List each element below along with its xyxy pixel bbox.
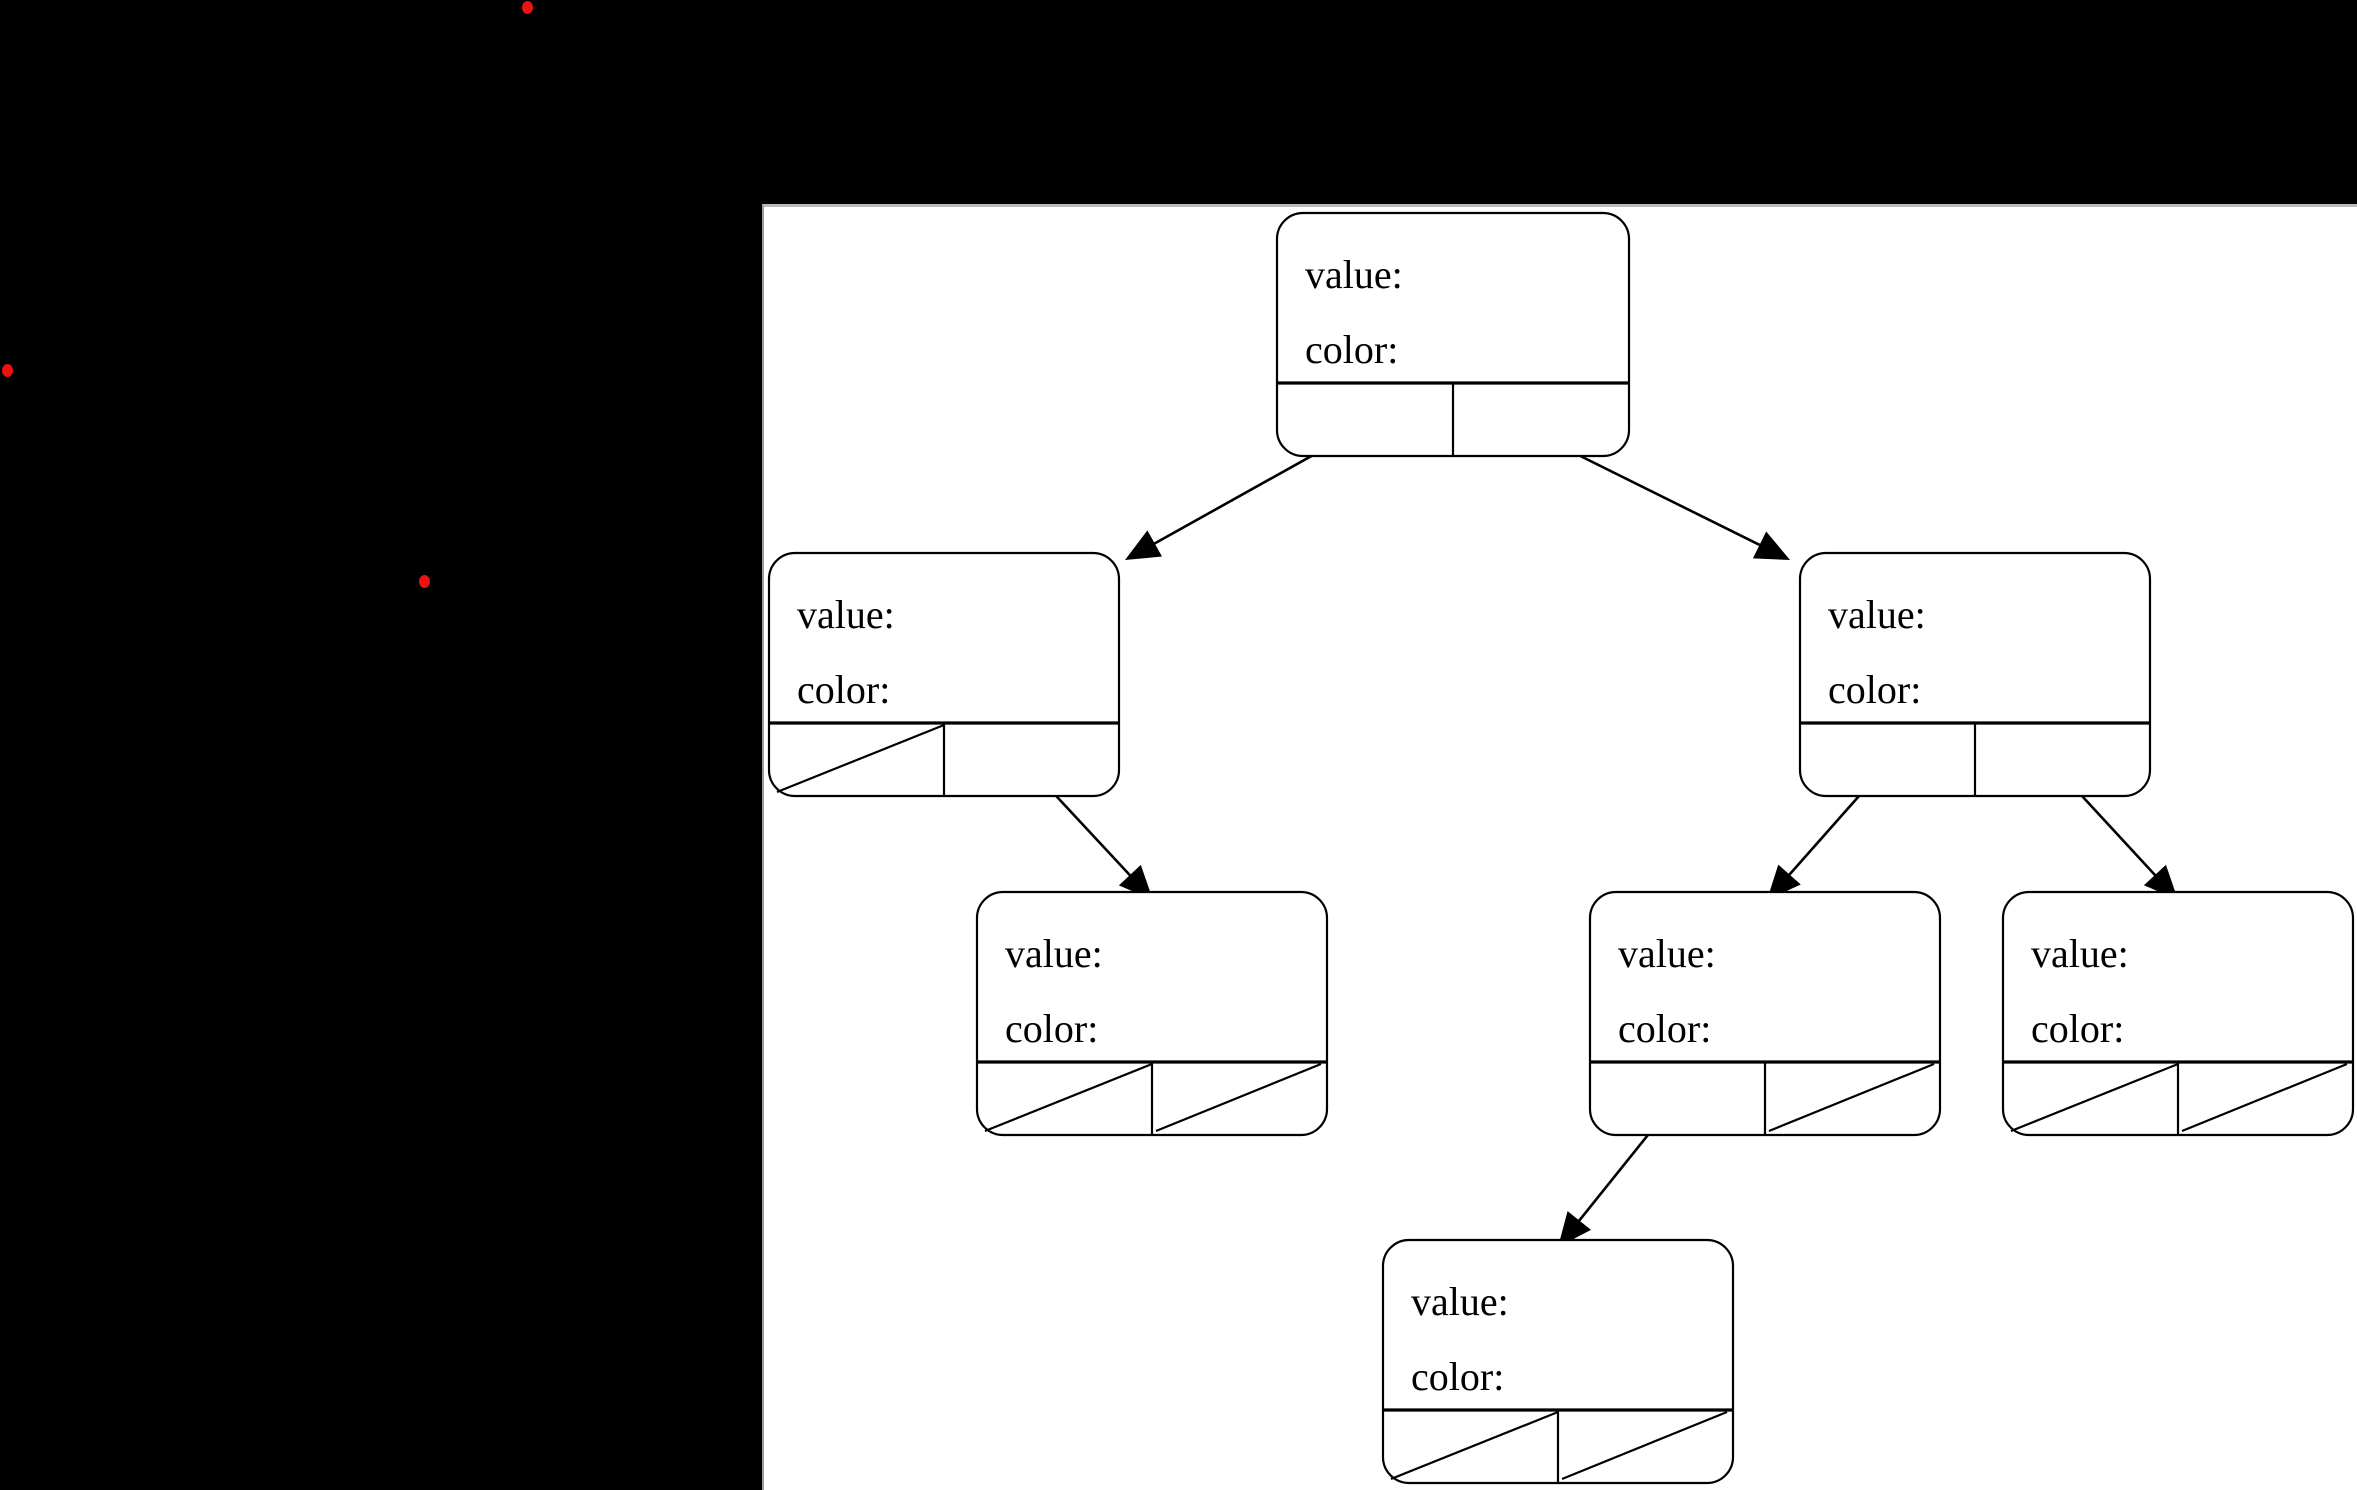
node-value-label: value: — [1305, 252, 1403, 297]
diagram-panel: value:color:value:color:value:color:valu… — [762, 204, 2357, 1490]
node-color-label: color: — [797, 667, 890, 712]
nodes-layer: value:color:value:color:value:color:valu… — [767, 211, 2355, 1485]
node-value-label: value: — [797, 592, 895, 637]
tree-node-right-child[interactable]: value: color: — [1798, 551, 2152, 798]
marker-dot-mid — [419, 575, 430, 588]
tree-node-left-right-grandchild[interactable]: value: color: — [975, 890, 1329, 1137]
node-color-label: color: — [1411, 1354, 1504, 1399]
tree-node-right-left-grandchild[interactable]: value: color: — [1588, 890, 1942, 1137]
tree-node-left-child[interactable]: value: color: — [767, 551, 1121, 798]
tree-diagram-svg: value:color:value:color:value:color:valu… — [767, 211, 2355, 1485]
marker-dot-left — [2, 364, 13, 377]
node-value-label: value: — [1411, 1279, 1509, 1324]
tree-node-root[interactable]: value: color: — [1275, 211, 1631, 458]
node-value-label: value: — [1828, 592, 1926, 637]
node-color-label: color: — [1828, 667, 1921, 712]
node-value-label: value: — [1618, 931, 1716, 976]
tree-node-great-grandchild[interactable]: value: color: — [1381, 1238, 1735, 1485]
node-value-label: value: — [1005, 931, 1103, 976]
tree-node-right-right-grandchild[interactable]: value: color: — [2001, 890, 2355, 1137]
marker-dot-top — [522, 1, 533, 14]
node-value-label: value: — [2031, 931, 2129, 976]
node-color-label: color: — [2031, 1006, 2124, 1051]
node-color-label: color: — [1005, 1006, 1098, 1051]
node-color-label: color: — [1305, 327, 1398, 372]
node-color-label: color: — [1618, 1006, 1711, 1051]
graph-clip-layer: value:color:value:color:value:color:valu… — [764, 207, 2357, 1490]
